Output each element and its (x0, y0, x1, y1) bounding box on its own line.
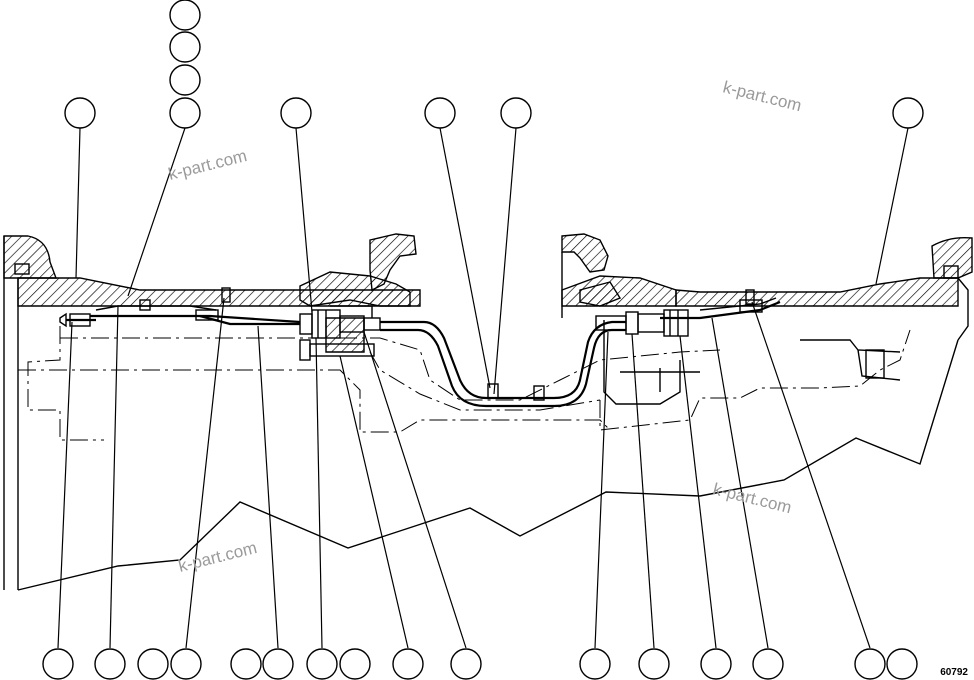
callout-balloon (638, 648, 670, 680)
callout-balloon (339, 648, 371, 680)
callout-balloon (450, 648, 482, 680)
callout-balloon (230, 648, 262, 680)
callout-balloon (94, 648, 126, 680)
callout-balloons-bottom (42, 648, 918, 680)
callout-balloon (169, 64, 201, 96)
left-hub-flange (299, 233, 417, 353)
brake-pipe-center (380, 320, 626, 408)
right-wheel-rim (675, 236, 973, 341)
watermark: k-part.com (166, 146, 249, 184)
callout-balloon (752, 648, 784, 680)
callout-balloon (579, 648, 611, 680)
callout-balloon (500, 97, 532, 129)
callout-balloon (169, 97, 201, 129)
callout-balloon (886, 648, 918, 680)
callout-balloon (700, 648, 732, 680)
callout-balloon (169, 0, 201, 31)
callout-balloons-top (64, 0, 924, 129)
callout-balloon (306, 648, 338, 680)
callout-balloon (137, 648, 169, 680)
watermark: k-part.com (721, 77, 804, 115)
callout-balloon (42, 648, 74, 680)
brake-pipe-left (59, 305, 301, 328)
watermark: k-part.com (711, 479, 794, 517)
illustration-code: 60792 (940, 667, 968, 678)
callout-balloon (392, 648, 424, 680)
callout-balloon (170, 648, 202, 680)
left-connector-block (299, 309, 381, 361)
callout-balloon (169, 31, 201, 63)
leader-lines (57, 127, 909, 649)
brake-pipe-right (660, 297, 781, 320)
watermark: k-part.com (176, 538, 259, 576)
pipe-clips (139, 287, 755, 401)
right-hub-flange (561, 233, 677, 318)
callout-balloon (892, 97, 924, 129)
frame-outline (17, 320, 959, 591)
callout-balloon (280, 97, 312, 129)
callout-balloon (262, 648, 294, 680)
callout-balloon (64, 97, 96, 129)
callout-balloon (424, 97, 456, 129)
callout-balloon (854, 648, 886, 680)
